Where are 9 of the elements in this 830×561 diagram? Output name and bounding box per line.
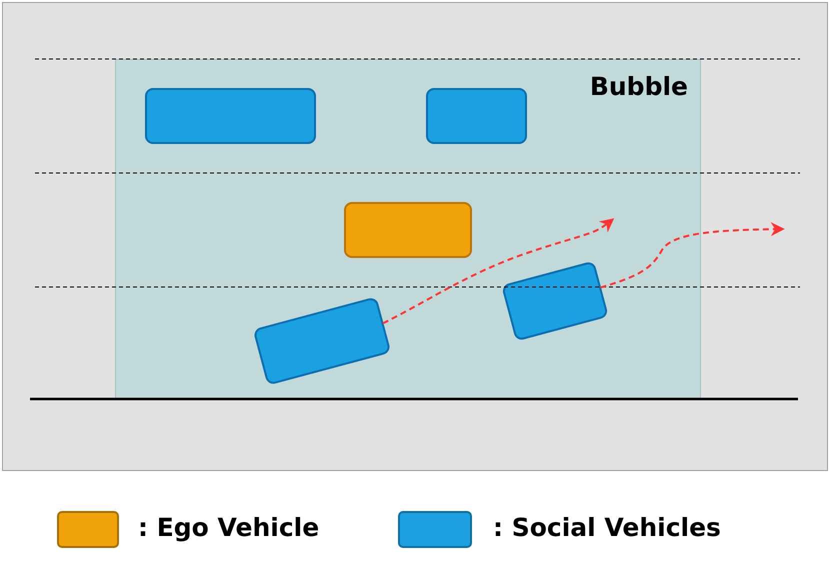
- vehicle-box: [426, 88, 527, 144]
- region-label: Bubble: [590, 72, 688, 101]
- legend-label: : Social Vehicles: [493, 513, 721, 542]
- legend-label: : Ego Vehicle: [138, 513, 320, 542]
- trajectory-arrow: [600, 222, 785, 289]
- trajectory-arrow: [382, 218, 614, 324]
- vehicle-box: [145, 88, 316, 144]
- bubble-region: [115, 59, 701, 399]
- vehicle-box: [344, 202, 472, 258]
